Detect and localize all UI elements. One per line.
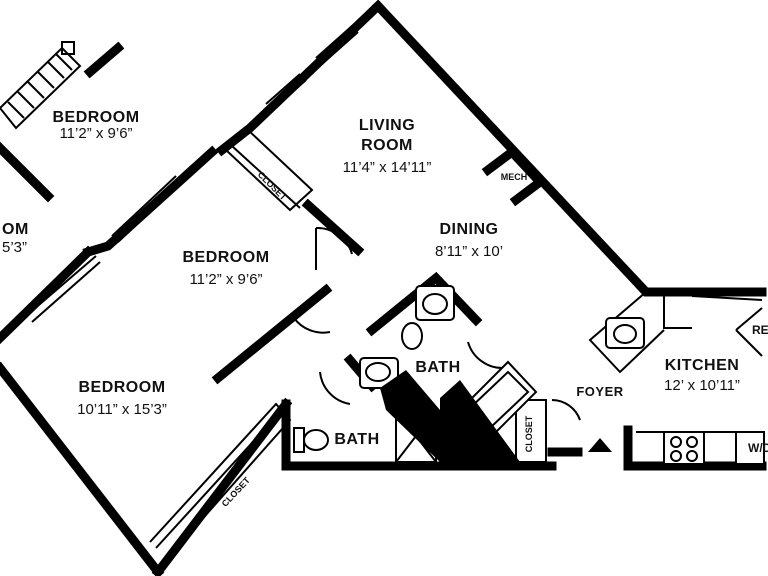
foyer-name: FOYER — [576, 384, 623, 399]
kitchen-name: KITCHEN — [665, 357, 740, 374]
bedroom-middle-name: BEDROOM — [182, 249, 269, 266]
bath-upper-name: BATH — [415, 359, 460, 376]
kitchen-dims: 12’ x 10’11” — [664, 377, 740, 394]
bedroom-partial-dims: 5’3” — [2, 239, 27, 256]
stairs — [0, 41, 82, 130]
bedroom-partial-name: OM — [2, 221, 29, 238]
bedroom-top-left-name: BEDROOM — [52, 109, 139, 126]
bath-lower-name: BATH — [334, 431, 379, 448]
living-room-name-2: ROOM — [361, 137, 413, 154]
bedroom-middle-dims: 11’2” x 9’6” — [189, 271, 262, 288]
refrigerator-label: RE — [752, 323, 768, 337]
mech-label: MECH — [501, 172, 528, 182]
entry-arrow-icon — [588, 438, 612, 452]
washer-dryer-label: W/D — [748, 441, 768, 455]
dining-dims: 8’11” x 10’ — [435, 243, 503, 260]
living-room-name-1: LIVING — [359, 117, 415, 134]
closet-bath-label: CLOSET — [524, 415, 534, 452]
doors — [293, 226, 581, 421]
closets — [149, 129, 547, 561]
living-room-dims: 11’4” x 14’11” — [343, 159, 432, 176]
bedroom-bottom-name: BEDROOM — [78, 379, 165, 396]
room-labels: BEDROOM 11’2” x 9’6” OM 5’3” LIVING ROOM… — [2, 109, 740, 448]
closet-upper-label: CLOSET — [256, 169, 289, 202]
windows — [25, 25, 359, 323]
bedroom-top-left-dims: 11’2” x 9’6” — [59, 125, 132, 142]
bath-fixtures — [293, 285, 538, 463]
bedroom-bottom-dims: 10’11” x 15’3” — [77, 401, 167, 418]
kitchen-fixtures — [605, 317, 765, 465]
dining-name: DINING — [440, 221, 499, 238]
